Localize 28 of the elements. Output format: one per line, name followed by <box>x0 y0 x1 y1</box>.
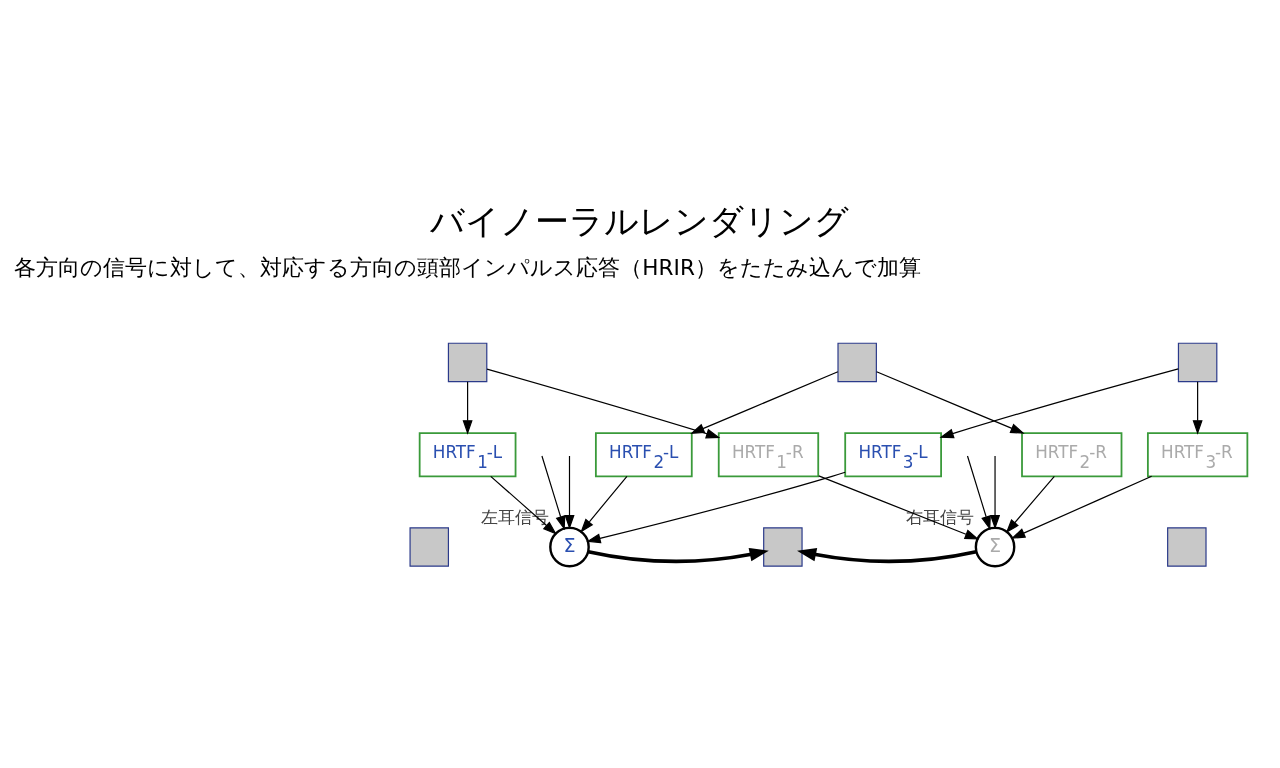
arrow <box>564 455 575 530</box>
diagram-title: バイノーラルレンダリング <box>430 202 850 242</box>
arrow <box>797 548 977 564</box>
node-box <box>447 342 488 383</box>
arrow <box>939 368 1179 439</box>
node-box <box>409 527 450 567</box>
arrow <box>486 368 721 439</box>
node-box <box>1167 527 1207 567</box>
arrow <box>818 475 980 540</box>
node-box <box>837 342 877 383</box>
node-box <box>763 527 803 567</box>
node-box <box>1177 342 1218 383</box>
arrow <box>966 455 991 531</box>
arrow <box>580 475 628 533</box>
arrow <box>462 381 473 435</box>
arrow <box>1010 475 1153 539</box>
label: 各方向の信号に対して、対応する方向の頭部インパルス応答（HRIR）をたたみ込んで加算 <box>14 255 921 281</box>
arrow <box>490 475 557 535</box>
node-circle: Σ <box>974 526 1016 568</box>
arrow <box>541 455 566 531</box>
arrow <box>876 371 1025 434</box>
arrow <box>990 455 1001 530</box>
arrow <box>690 371 839 434</box>
node-circle: Σ <box>549 526 590 568</box>
arrow <box>1192 381 1203 435</box>
arrow <box>587 547 769 564</box>
arrow <box>586 471 846 544</box>
arrow <box>1005 475 1055 534</box>
